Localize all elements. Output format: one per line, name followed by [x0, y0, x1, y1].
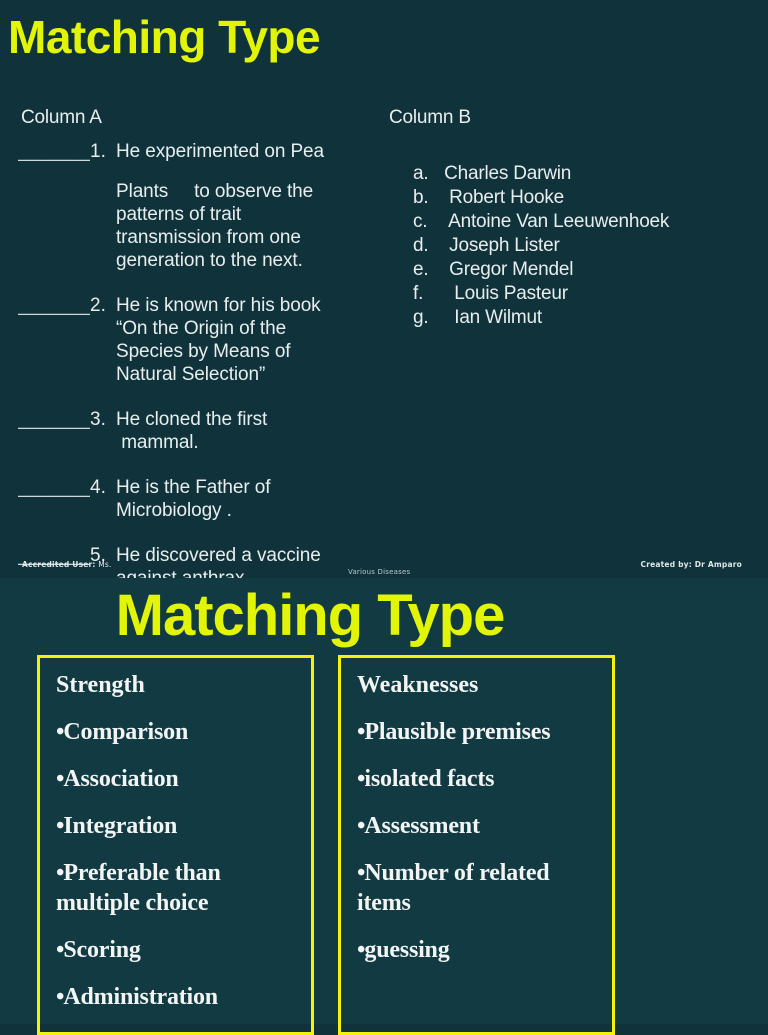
answer-blank[interactable]: _______ [18, 141, 90, 162]
list-item: _______ 2. He is known for his book “On … [18, 294, 378, 386]
weakness-bullet: •guessing [357, 935, 604, 965]
bullet-dot-icon: • [357, 766, 365, 792]
column-b-list: a. Charles Darwin b. Robert Hooke c. Ant… [413, 162, 763, 330]
item-number: 3. [90, 409, 106, 430]
list-item: e. Gregor Mendel [413, 258, 763, 282]
slide-matching-type-questions: Matching Type Column A Column B _______ … [0, 11, 768, 578]
strength-bullet-label: Comparison [63, 719, 189, 745]
strength-bullet: •Scoring [56, 935, 303, 965]
item-text: He discovered a vaccine [116, 545, 321, 566]
option-name: Joseph Lister [439, 235, 560, 256]
weakness-bullet-label: isolated facts [364, 766, 495, 792]
option-letter: e. [413, 259, 429, 280]
footer-center-note: Various Diseases [348, 568, 411, 576]
item-continuation: Plants to observe the patterns of trait … [116, 181, 314, 271]
bullet-dot-icon: • [56, 937, 64, 963]
item-continuation: Microbiology . [116, 500, 232, 521]
weaknesses-box: Weaknesses •Plausible premises •isolated… [338, 655, 615, 1035]
list-item: c. Antoine Van Leeuwenhoek [413, 210, 763, 234]
bullet-dot-icon: • [357, 860, 365, 886]
item-text: He cloned the first [116, 409, 268, 430]
strength-bullet-label: Scoring [63, 937, 141, 963]
list-item: a. Charles Darwin [413, 162, 763, 186]
option-letter: b. [413, 187, 429, 208]
list-item: _______ 4. He is the Father of Microbiol… [18, 476, 378, 522]
slide2-title: Matching Type [115, 583, 506, 648]
item-text: He experimented on Pea [116, 141, 324, 162]
weakness-bullet-label: Plausible premises [364, 719, 551, 745]
strength-bullet: •Administration [56, 982, 303, 1012]
option-name: Louis Pasteur [439, 283, 568, 304]
list-item: f. Louis Pasteur [413, 282, 763, 306]
answer-blank[interactable]: _______ [18, 545, 90, 566]
answer-blank[interactable]: _______ [18, 295, 90, 316]
column-a-list: _______ 1. He experimented on Pea Plants… [18, 140, 378, 578]
bullet-dot-icon: • [56, 719, 64, 745]
strength-heading: Strength [56, 672, 145, 698]
option-name: Robert Hooke [439, 187, 564, 208]
weakness-bullet: •Number of related items [357, 858, 604, 918]
option-name: Ian Wilmut [439, 307, 542, 328]
option-letter: d. [413, 235, 429, 256]
strength-box: Strength •Comparison •Association •Integ… [37, 655, 314, 1035]
bullet-dot-icon: • [357, 937, 365, 963]
bullet-dot-icon: • [357, 813, 365, 839]
list-item: _______ 3. He cloned the first mammal. [18, 408, 378, 454]
item-number: 1. [90, 141, 106, 162]
weakness-bullet: •isolated facts [357, 764, 604, 794]
slide1-title: Matching Type [8, 11, 321, 63]
list-item: _______ 1. He experimented on Pea Plants… [18, 140, 378, 272]
strength-bullet: •Integration [56, 811, 303, 841]
item-text: He is known for his book [116, 295, 321, 316]
strength-bullet: •Comparison [56, 717, 303, 747]
slide-footer: Accredited User: Ms. Various Diseases Cr… [0, 558, 768, 578]
list-item: _______ 5. He discovered a vaccine again… [18, 544, 378, 578]
strength-bullet-label: Administration [63, 984, 218, 1010]
strength-bullet: •Preferable than multiple choice [56, 858, 303, 918]
weakness-bullet: •Plausible premises [357, 717, 604, 747]
list-item: b. Robert Hooke [413, 186, 763, 210]
column-a-header: Column A [21, 107, 102, 128]
created-by-label: Created by: Dr Amparo [640, 560, 742, 569]
strength-bullet: •Association [56, 764, 303, 794]
column-b-header: Column B [389, 107, 471, 128]
option-letter: g. [413, 307, 429, 328]
item-continuation: “On the Origin of the Species by Means o… [116, 318, 291, 385]
option-name: Antoine Van Leeuwenhoek [439, 211, 670, 232]
answer-blank[interactable]: _______ [18, 477, 90, 498]
list-item: g. Ian Wilmut [413, 306, 763, 330]
bullet-dot-icon: • [56, 766, 64, 792]
strength-bullet-label: Preferable than multiple choice [56, 860, 221, 916]
item-text: He is the Father of [116, 477, 271, 498]
item-number: 5. [90, 545, 106, 566]
slide-matching-type-strengths: Matching Type [0, 578, 768, 1024]
option-letter: a. [413, 163, 429, 184]
answer-blank[interactable]: _______ [18, 409, 90, 430]
accredited-user-value: Ms. [98, 560, 112, 569]
weakness-bullet-label: Number of related items [357, 860, 550, 916]
item-continuation: mammal. [116, 432, 199, 453]
option-letter: c. [413, 211, 428, 232]
weakness-bullet-label: Assessment [364, 813, 480, 839]
bullet-dot-icon: • [56, 860, 64, 886]
option-name: Gregor Mendel [439, 259, 574, 280]
bullet-dot-icon: • [56, 813, 64, 839]
weakness-bullet: •Assessment [357, 811, 604, 841]
list-item: d. Joseph Lister [413, 234, 763, 258]
accredited-user: Accredited User: Ms. [22, 560, 112, 569]
bullet-dot-icon: • [357, 719, 365, 745]
strength-bullet-label: Integration [63, 813, 178, 839]
option-name: Charles Darwin [439, 163, 572, 184]
weakness-bullet-label: guessing [364, 937, 450, 963]
bullet-dot-icon: • [56, 984, 64, 1010]
item-number: 4. [90, 477, 106, 498]
accredited-user-label: Accredited User: [22, 560, 96, 569]
strength-bullet-label: Association [63, 766, 179, 792]
option-letter: f. [413, 283, 424, 304]
item-number: 2. [90, 295, 106, 316]
item-continuation: against anthrax. [116, 567, 378, 578]
weaknesses-heading: Weaknesses [357, 672, 479, 698]
